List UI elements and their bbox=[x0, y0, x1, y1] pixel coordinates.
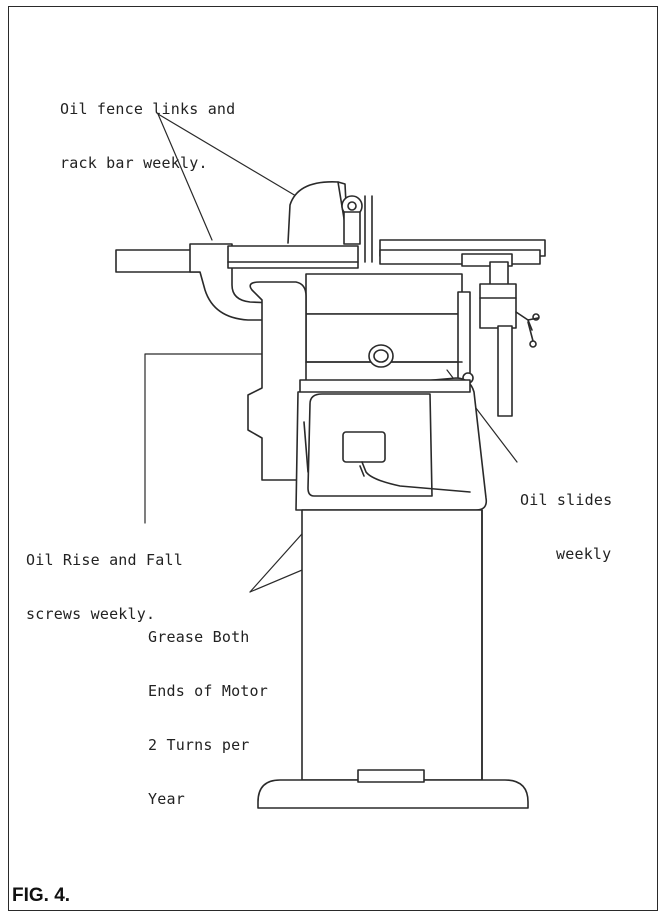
callout-oil-fence-links: Oil fence links and rack bar weekly. bbox=[60, 64, 235, 190]
blade-guard bbox=[287, 181, 363, 245]
pedestal-column bbox=[301, 509, 483, 781]
pedestal-base bbox=[257, 769, 529, 809]
callout-grease-motor-line2: Ends of Motor bbox=[148, 682, 268, 700]
figure-label: FIG. 4. bbox=[12, 885, 71, 906]
callout-grease-motor: Grease Both Ends of Motor 2 Turns per Ye… bbox=[148, 592, 268, 826]
figure-frame bbox=[8, 6, 658, 911]
motor-housing bbox=[295, 377, 488, 511]
callout-oil-rise-fall: Oil Rise and Fall screws weekly. bbox=[26, 515, 183, 641]
callout-oil-slides: Oil slides weekly bbox=[520, 455, 612, 581]
riving-knife bbox=[364, 195, 373, 263]
leader-fence-to-links bbox=[157, 113, 213, 241]
callout-oil-fence-links-line2: rack bar weekly. bbox=[60, 154, 208, 172]
right-extension-table bbox=[379, 239, 546, 417]
callout-oil-rise-fall-line1: Oil Rise and Fall bbox=[26, 551, 183, 569]
table-housing bbox=[247, 273, 471, 481]
leader-fence-to-guard bbox=[157, 113, 297, 197]
callout-grease-motor-line1: Grease Both bbox=[148, 628, 250, 646]
callout-grease-motor-line3: 2 Turns per bbox=[148, 736, 250, 754]
callout-oil-slides-line1: Oil slides bbox=[520, 491, 613, 509]
callout-oil-slides-line2: weekly bbox=[556, 545, 612, 563]
callout-oil-rise-fall-line2: screws weekly. bbox=[26, 605, 156, 623]
callout-grease-motor-line4: Year bbox=[148, 790, 185, 808]
callout-oil-fence-links-line1: Oil fence links and bbox=[60, 100, 236, 118]
sliding-fence bbox=[227, 245, 359, 269]
